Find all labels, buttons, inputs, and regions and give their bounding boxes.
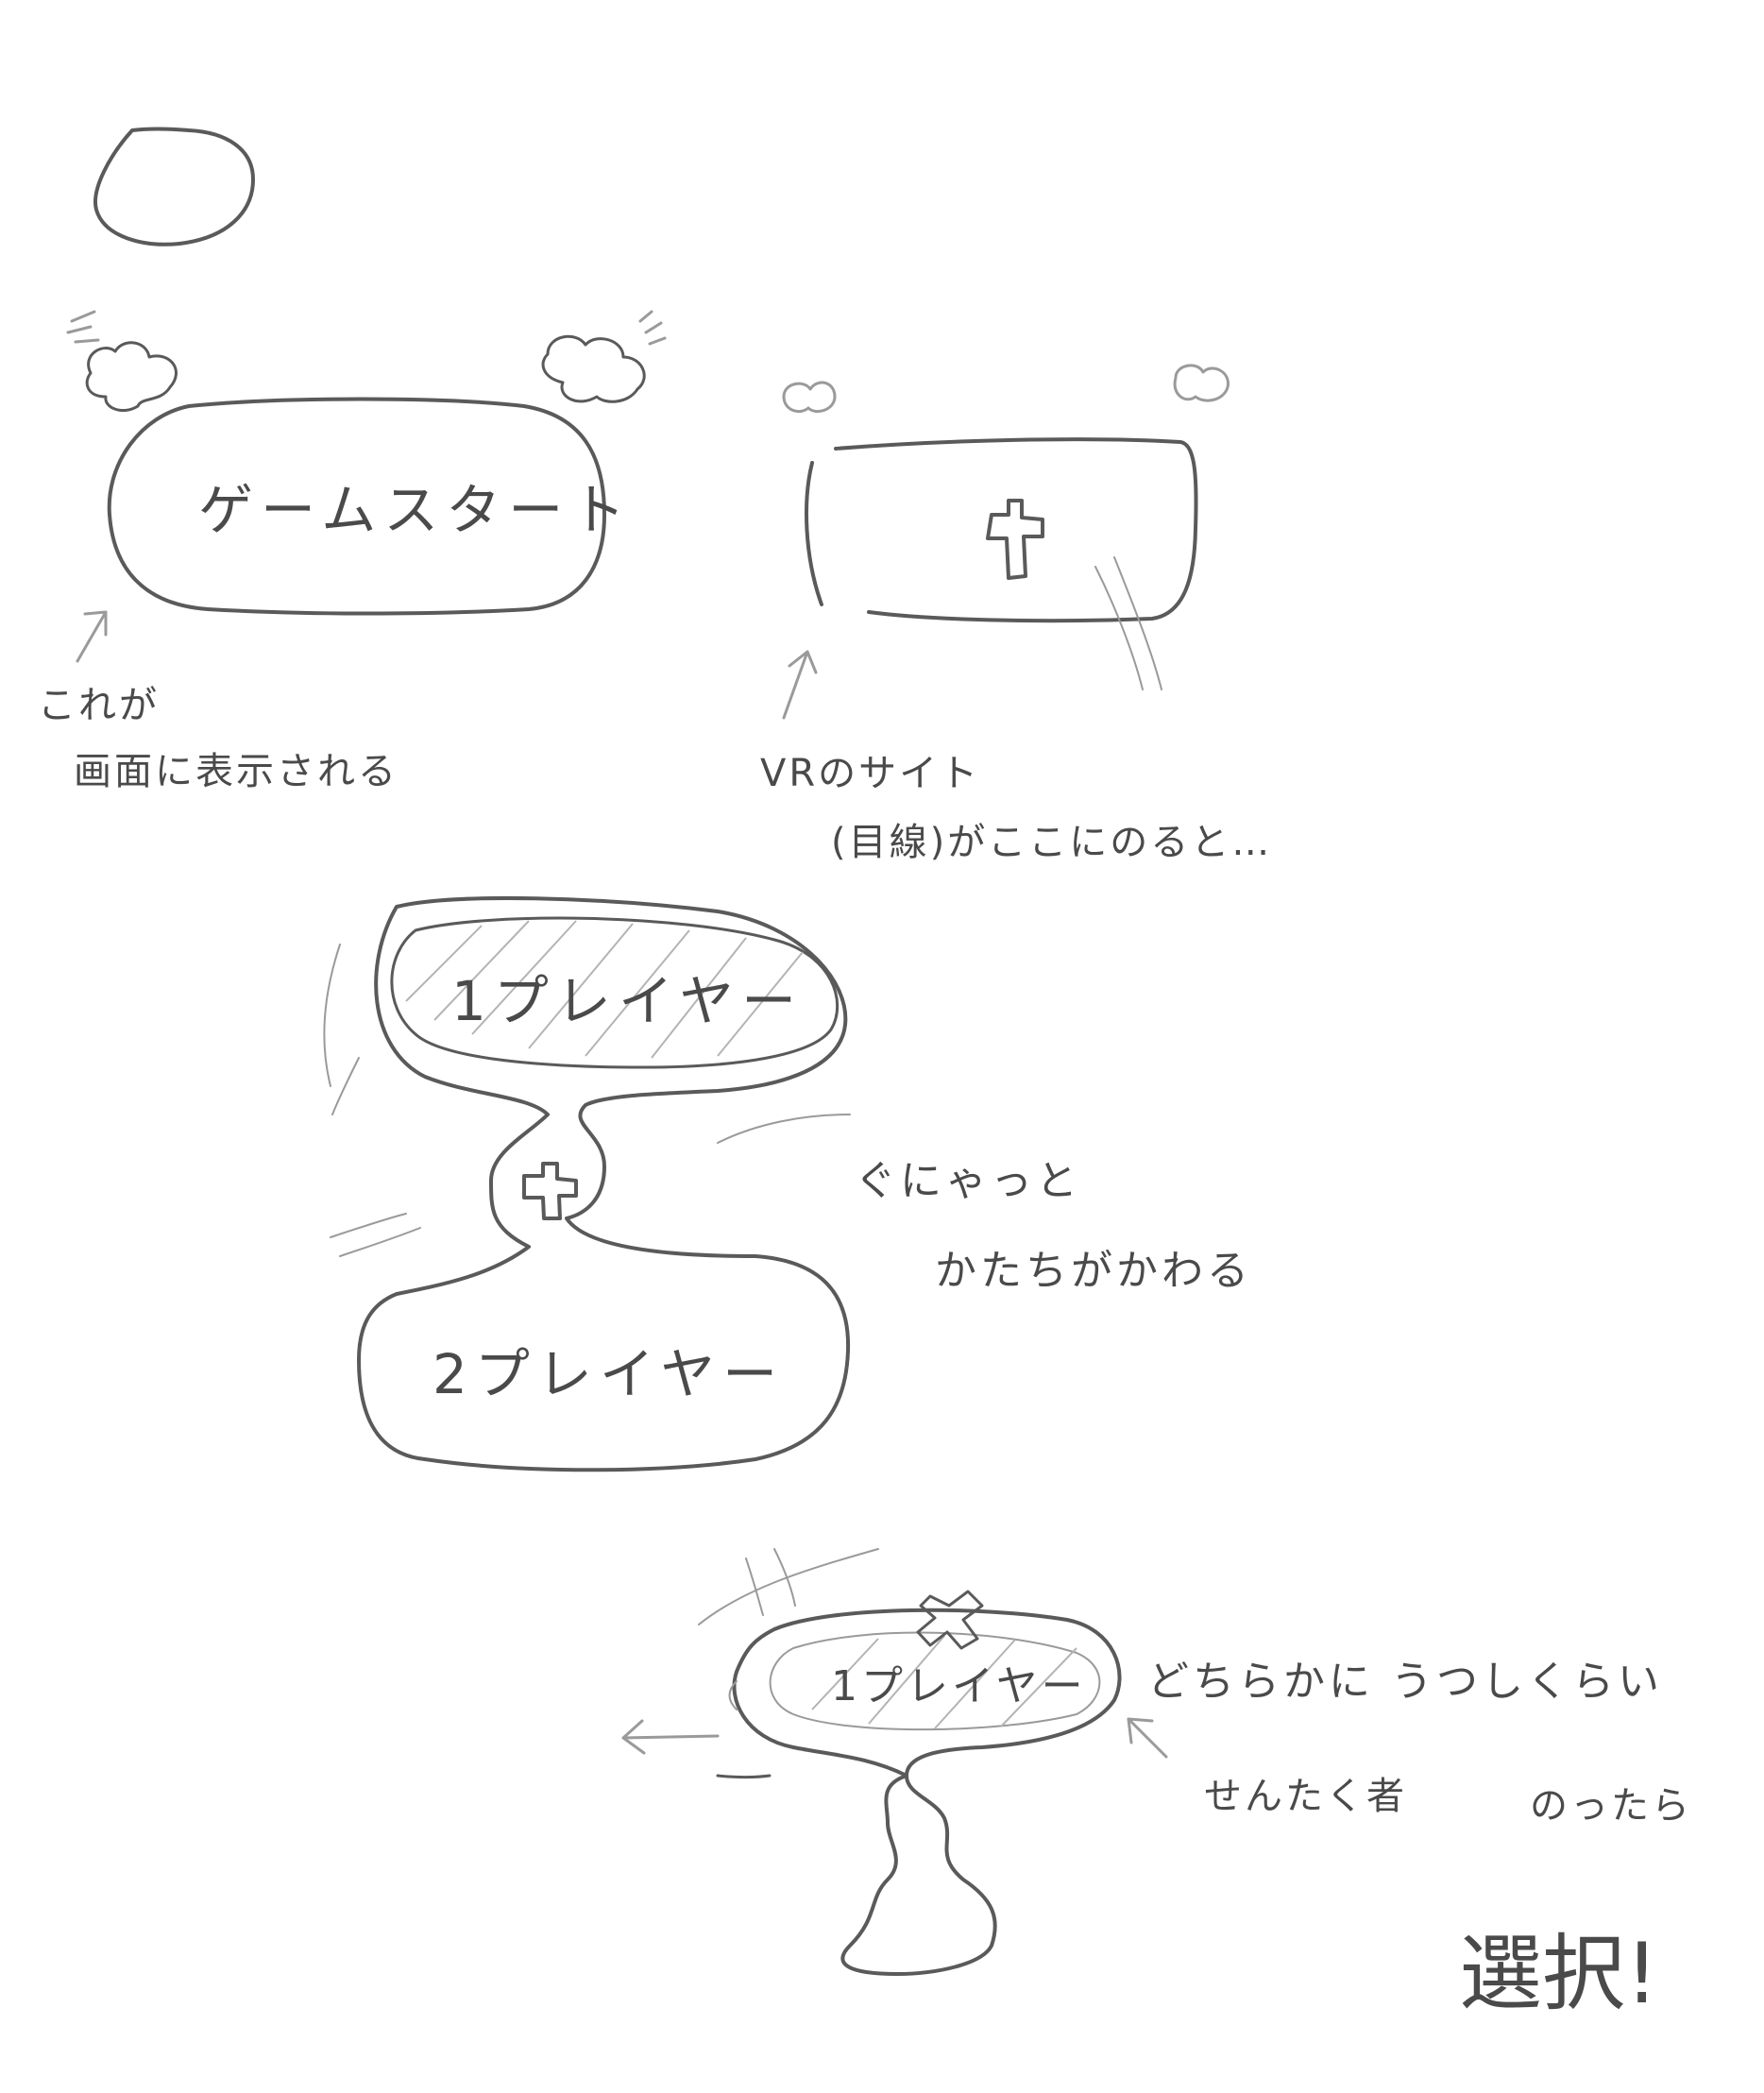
selected-highlight xyxy=(769,1631,1101,1731)
arrow-up-icon xyxy=(76,610,108,663)
crosshair-icon xyxy=(522,1162,578,1220)
circle-doodle xyxy=(93,127,255,247)
selected-hatch xyxy=(811,1635,1077,1729)
shape-annotation-line1: ぐにゃっと xyxy=(855,1157,1081,1205)
morph-outline xyxy=(357,895,851,1472)
select-word: 選択! xyxy=(1459,1925,1658,2022)
selected-outline xyxy=(732,1608,1122,1976)
vr-sight-frame xyxy=(805,437,1198,690)
player1-highlight xyxy=(390,916,840,1069)
screen-annotation-line2: 画面に表示される xyxy=(74,750,399,793)
player1-label[interactable]: 1プレイヤー xyxy=(451,969,804,1033)
crosshair-icon xyxy=(986,499,1044,580)
choose-annotation-line1: どちらかに うつしくらい xyxy=(1147,1658,1663,1706)
crosshair-icon xyxy=(916,1590,984,1650)
morphing-player-menu xyxy=(323,895,851,1472)
arrow-left-icon xyxy=(621,1719,720,1755)
selected-player-menu xyxy=(621,1548,1168,1976)
vr-annotation-line1: VRのサイト xyxy=(760,752,980,795)
sparkle-effect-icon xyxy=(782,364,1230,413)
game-start-label: ゲームスタート xyxy=(198,478,633,542)
choose-annotation-line2: せんたく者 xyxy=(1204,1775,1407,1818)
selected-player1-label[interactable]: 1プレイヤー xyxy=(831,1662,1087,1710)
arrow-icon xyxy=(1127,1717,1168,1759)
shape-annotation-line2: かたちがかわる xyxy=(935,1247,1252,1295)
vr-annotation-line2: (目線)がここにのると… xyxy=(831,821,1272,864)
arrow-up-icon xyxy=(782,650,818,720)
game-start-button[interactable]: ゲームスタート xyxy=(107,397,634,616)
choose-annotation-line3: のったら xyxy=(1530,1784,1692,1828)
sparkle-effect-icon xyxy=(66,310,667,412)
game-start-button-outline xyxy=(107,397,606,616)
player1-hatch xyxy=(405,920,804,1059)
screen-annotation-line1: これが xyxy=(38,684,160,727)
player2-label[interactable]: 2プレイヤー xyxy=(433,1342,785,1406)
